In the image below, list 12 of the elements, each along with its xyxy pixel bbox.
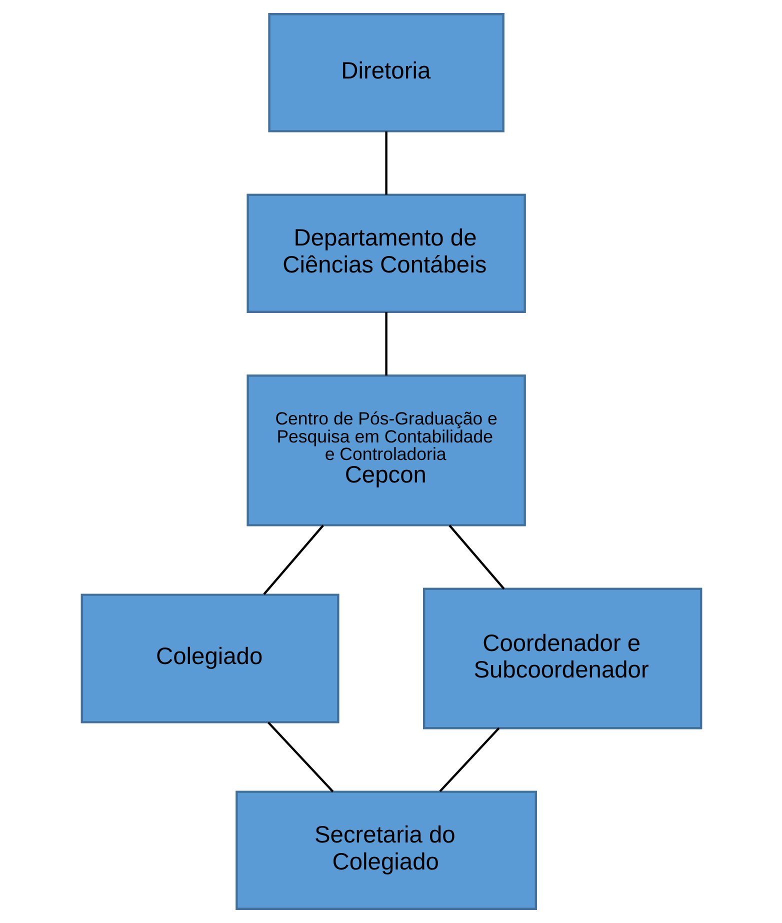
node-box: Secretaria do Colegiado bbox=[235, 790, 537, 910]
node-box: Colegiado bbox=[80, 594, 339, 724]
node-box: Centro de Pós-Graduação e Pesquisa em Contabilidade e Controladoria Cepcon bbox=[246, 374, 526, 526]
connector bbox=[266, 722, 334, 792]
node-box: Diretoria bbox=[268, 13, 504, 132]
connector bbox=[262, 524, 324, 595]
connector bbox=[438, 727, 500, 792]
connector bbox=[448, 524, 504, 590]
connector bbox=[384, 312, 387, 376]
node-box: Departamento de Ciências Contábeis bbox=[246, 194, 526, 313]
node-box: Coordenador e Subcoordenador bbox=[422, 588, 702, 730]
connector bbox=[384, 131, 387, 195]
